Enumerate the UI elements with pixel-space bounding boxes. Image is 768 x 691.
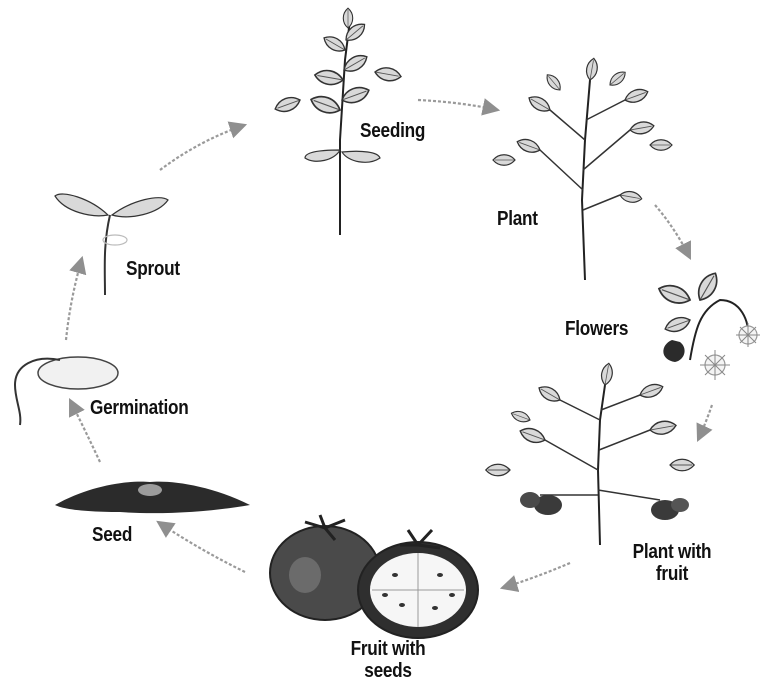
fruit-with-seeds-label-line1: Fruit with — [341, 638, 436, 660]
arrow-flowers-to-plant-fruit — [698, 405, 712, 440]
flowers-label: Flowers — [565, 318, 628, 340]
fruit-with-seeds-label-line2: seeds — [341, 660, 436, 682]
seed-illustration — [55, 482, 250, 514]
cycle-arrows — [66, 100, 712, 588]
arrow-fruit-to-seed — [158, 522, 245, 572]
arrow-sprout-to-seeding — [160, 125, 245, 170]
plant-label: Plant — [497, 208, 538, 230]
fruit-with-seeds-illustration — [270, 515, 478, 638]
plant-with-fruit-illustration — [486, 362, 694, 545]
seed-label: Seed — [92, 524, 132, 546]
germination-label: Germination — [90, 397, 188, 419]
plant-with-fruit-label: Plant with fruit — [620, 541, 723, 585]
arrow-germination-to-sprout — [66, 258, 82, 340]
plant-illustration — [493, 57, 672, 280]
plant-with-fruit-label-line1: Plant with — [620, 541, 723, 563]
fruit-with-seeds-label: Fruit with seeds — [341, 638, 436, 682]
plant-with-fruit-label-line2: fruit — [620, 563, 723, 585]
flowers-illustration — [656, 270, 760, 380]
arrow-seeding-to-plant — [418, 100, 498, 110]
arrow-plant-fruit-to-fruit — [502, 563, 570, 588]
seeding-label: Seeding — [360, 120, 425, 142]
arrow-plant-to-flowers — [655, 205, 690, 258]
sprout-label: Sprout — [126, 258, 180, 280]
